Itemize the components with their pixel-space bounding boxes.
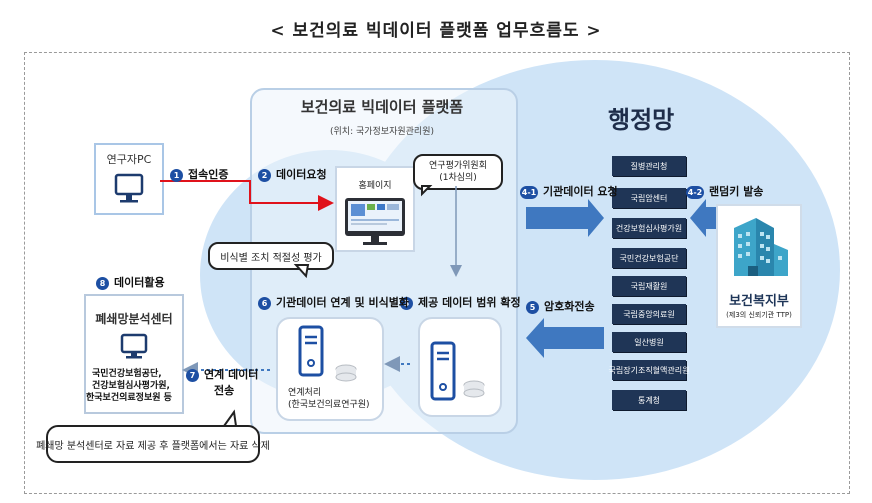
gov-org-item: 국립중앙의료원	[612, 304, 686, 324]
gov-org-item: 건강보험심사평가원	[612, 218, 686, 238]
step-7-text-line2: 전송	[214, 384, 235, 397]
homepage-box: 홈페이지	[335, 166, 415, 252]
closed-center-orgs-line3: 한국보건의료정보원 등	[86, 393, 172, 403]
deid-evaluation-callout: 비식별 조치 적절성 평가	[208, 242, 334, 270]
step-7-label: 7 연계 데이터	[186, 366, 258, 382]
step-1-label: 1 접속인증	[170, 166, 228, 182]
server-icon	[430, 341, 485, 401]
building-icon	[734, 218, 788, 276]
gov-org-item: 국립재활원	[612, 276, 686, 296]
data-scope-server-box	[418, 317, 502, 417]
step-8-label: 8 데이터활용	[96, 274, 165, 290]
review-committee-line2: (1차심의)	[439, 173, 477, 183]
step-6-label: 6 기관데이터 연계 및 비식별화	[258, 294, 409, 310]
monitor-icon	[120, 333, 148, 359]
linkage-label-line1: 연계처리	[288, 388, 322, 398]
researcher-pc-label: 연구자PC	[106, 153, 152, 166]
step-4-1-text: 기관데이터 요청	[543, 185, 618, 198]
data-deletion-callout: 폐쇄망 분석센터로 자료 제공 후 플랫폼에서는 자료 삭제	[36, 425, 270, 463]
gov-org-item: 질병관리청	[612, 156, 686, 176]
step-4-1-badge: 4-1	[520, 185, 538, 199]
step-8-text: 데이터활용	[114, 276, 165, 289]
step-3-text: 제공 데이터 범위 확정	[418, 296, 521, 309]
step-7-badge: 7	[186, 368, 199, 382]
ministry-title: 보건복지부	[729, 294, 789, 309]
step-6-text: 기관데이터 연계 및 비식별화	[276, 296, 409, 309]
platform-location: (위치: 국가정보자원관리원)	[330, 127, 434, 137]
step-5-text: 암호화전송	[544, 300, 595, 313]
step-2-text: 데이터요청	[276, 168, 327, 181]
closed-center-box: 폐쇄망분석센터	[84, 294, 184, 414]
step-4-1-label: 4-1 기관데이터 요청	[520, 183, 618, 199]
ministry-box: 보건복지부 (제3의 신뢰기관 TTP)	[716, 204, 802, 328]
step-1-badge: 1	[170, 168, 183, 182]
closed-center-orgs-line2: 건강보험심사평가원,	[92, 381, 170, 391]
monitor-icon	[114, 173, 144, 203]
server-icon	[298, 325, 357, 382]
page-title: < 보건의료 빅데이터 플랫폼 업무흐름도 >	[270, 21, 602, 41]
diagram-frame	[24, 52, 850, 494]
step-6-badge: 6	[258, 296, 271, 310]
gov-org-item: 통계청	[612, 390, 686, 410]
review-committee-callout: 연구평가위원회 (1차심의)	[413, 154, 503, 190]
gov-org-item: 국립장기조직혈액관리원	[609, 360, 689, 380]
gov-org-item: 일산병원	[612, 332, 686, 352]
government-network-title: 행정망	[608, 106, 675, 134]
gov-org-item: 국립암센터	[612, 188, 686, 208]
homepage-monitor-icon	[345, 198, 405, 245]
review-committee-line1: 연구평가위원회	[429, 161, 487, 171]
step-4-2-text: 랜덤키 발송	[709, 185, 764, 198]
closed-center-title: 폐쇄망분석센터	[95, 312, 173, 326]
step-8-badge: 8	[96, 276, 109, 290]
linkage-server-box: 연계처리 (한국보건의료연구원)	[276, 317, 384, 421]
ministry-sub: (제3의 신뢰기관 TTP)	[726, 311, 792, 319]
step-7-text-line1: 연계 데이터	[204, 368, 259, 381]
step-4-2-badge: 4-2	[686, 185, 704, 199]
step-4-2-label: 4-2 랜덤키 발송	[686, 183, 763, 199]
step-3-label: 3 제공 데이터 범위 확정	[400, 294, 521, 310]
closed-center-orgs-line1: 국민건강보험공단,	[92, 369, 162, 379]
step-2-label: 2 데이터요청	[258, 166, 327, 182]
step-5-badge: 5	[526, 300, 539, 314]
gov-org-item: 국민건강보험공단	[612, 248, 686, 268]
homepage-label: 홈페이지	[358, 181, 392, 191]
researcher-pc-box: 연구자PC	[94, 143, 164, 215]
step-5-label: 5 암호화전송	[526, 298, 595, 314]
step-1-text: 접속인증	[188, 168, 229, 181]
platform-title: 보건의료 빅데이터 플랫폼	[300, 98, 464, 116]
step-2-badge: 2	[258, 168, 271, 182]
step-3-badge: 3	[400, 296, 413, 310]
linkage-label-line2: (한국보건의료연구원)	[288, 400, 370, 410]
